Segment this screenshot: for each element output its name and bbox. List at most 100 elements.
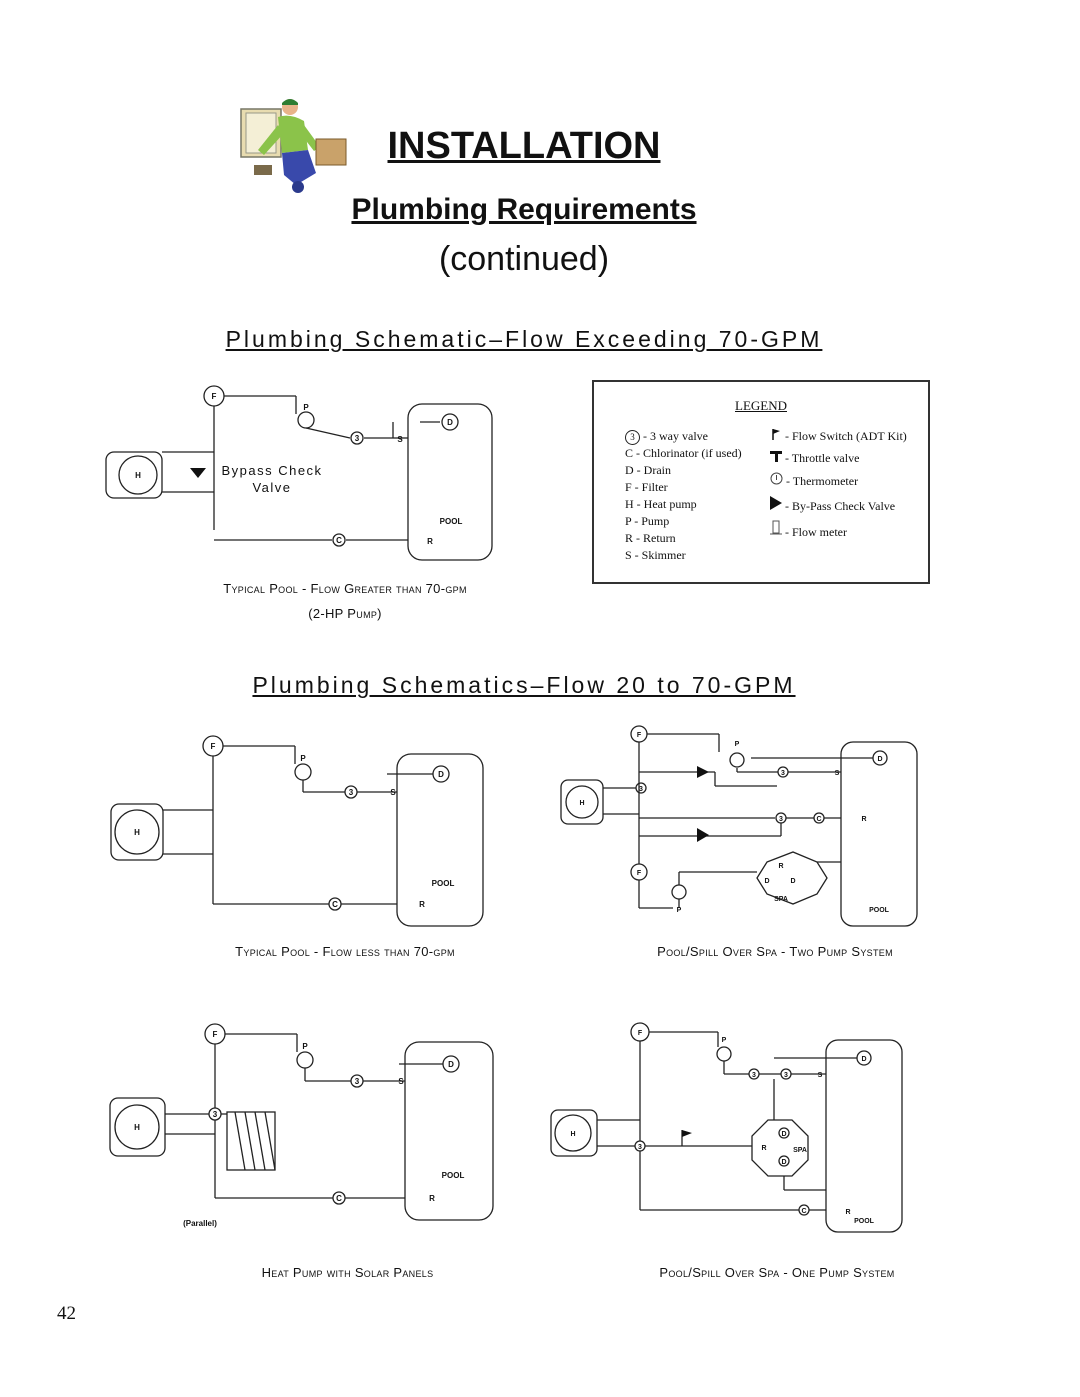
return-label: R <box>845 1209 850 1216</box>
page-number: 42 <box>57 1303 76 1324</box>
legend-left-list: 3 - 3 way valve C - Chlorinator (if used… <box>625 428 742 564</box>
filter-label: F <box>213 1030 218 1039</box>
legend-item: C - Chlorinator (if used) <box>625 446 742 460</box>
skimmer-label: S <box>397 435 403 444</box>
chlorinator-label: C <box>336 536 342 545</box>
flow-switch-icon <box>772 429 780 440</box>
legend-item: H - Heat pump <box>625 497 697 511</box>
return-label: R <box>429 1194 435 1203</box>
pump-label: P <box>302 1042 308 1051</box>
section-heading: Plumbing Requirements <box>351 193 697 226</box>
valve-label: 3 <box>355 434 360 443</box>
legend-item: F - Filter <box>625 480 668 494</box>
bypass-label-2: Valve <box>252 480 291 495</box>
drain-label: D <box>861 1056 866 1063</box>
three-way-valve-icon: 3 <box>625 430 640 445</box>
heat-pump-label: H <box>134 1123 140 1132</box>
legend-item: - By-Pass Check Valve <box>770 496 907 520</box>
heat-pump-label: H <box>570 1131 575 1138</box>
caption-exceeding: Typical Pool - Flow Greater than 70-gpm <box>223 581 467 596</box>
legend-item: - Throttle valve <box>770 450 907 472</box>
pump-label-spa: P <box>677 907 682 914</box>
schematic-typical-less-70gpm: F P H D 3 S C R POOL <box>110 735 484 927</box>
legend-right-list: - Flow Switch (ADT Kit) - Throttle valve… <box>770 428 907 542</box>
filter-label-spa: F <box>637 870 642 877</box>
pool-label: POOL <box>442 1171 465 1180</box>
valve-label: 3 <box>784 1072 788 1079</box>
skimmer-label: S <box>835 770 840 777</box>
legend-title: LEGEND <box>735 398 787 413</box>
return-label: R <box>427 537 433 546</box>
throttle-valve-icon <box>770 451 782 462</box>
schematic-solar-panels: F P H 3 3 S C R D POOL (Parallel) <box>109 1023 494 1228</box>
caption-one-pump: Pool/Spill Over Spa - One Pump System <box>659 1265 895 1280</box>
pump-label: P <box>722 1037 727 1044</box>
drain-label-spa: D <box>781 1159 786 1166</box>
return-label-spa: R <box>778 863 783 870</box>
legend-item: D - Drain <box>625 463 671 477</box>
valve-label: 3 <box>639 786 643 793</box>
pump-label: P <box>303 403 309 412</box>
valve-label: 3 <box>213 1110 218 1119</box>
installer-illustration <box>238 95 353 195</box>
skimmer-label: S <box>390 788 396 797</box>
filter-label: F <box>638 1030 643 1037</box>
drain-label: D <box>438 770 444 779</box>
caption-exceeding-pump: (2-HP Pump) <box>308 606 382 621</box>
return-label: R <box>861 816 866 823</box>
schematic-exceeding-70gpm: F P H D 3 S C R POOL Bypass Check Valve <box>105 385 493 561</box>
legend-item: 3 - 3 way valve <box>625 428 742 445</box>
legend-item: R - Return <box>625 531 676 545</box>
page-title: INSTALLATION <box>387 125 661 167</box>
filter-label: F <box>637 732 642 739</box>
valve-label: 3 <box>779 816 783 823</box>
caption-solar: Heat Pump with Solar Panels <box>261 1265 434 1280</box>
pump-label: P <box>300 754 306 763</box>
schematic-heading-range: Plumbing Schematics–Flow 20 to 70-GPM <box>252 672 796 698</box>
filter-label: F <box>212 392 217 401</box>
pump-label: P <box>735 741 740 748</box>
legend-item: S - Skimmer <box>625 548 686 562</box>
chlorinator-label: C <box>336 1194 342 1203</box>
legend-item: P - Pump <box>625 514 670 528</box>
chlorinator-label: C <box>816 816 821 823</box>
pool-label: POOL <box>432 879 455 888</box>
drain-label-spa: D <box>790 878 795 885</box>
spa-label: SPA <box>774 896 788 903</box>
schematic-one-pump-system: F P H 3 3 3 S C R D D D R SPA POOL <box>550 1022 903 1233</box>
pool-label: POOL <box>869 907 890 914</box>
legend-item: - Thermometer <box>770 472 907 496</box>
chlorinator-label: C <box>332 900 338 909</box>
pool-label: POOL <box>854 1218 875 1225</box>
legend-item: - Flow Switch (ADT Kit) <box>770 428 907 450</box>
continued-label: (continued) <box>438 240 610 278</box>
drain-label: D <box>877 756 882 763</box>
legend-item: - Flow meter <box>770 520 907 542</box>
bypass-check-valve-icon <box>770 496 782 510</box>
legend-box: LEGEND 3 - 3 way valve C - Chlorinator (… <box>592 380 930 584</box>
pool-label: POOL <box>440 517 463 526</box>
filter-label: F <box>211 742 216 751</box>
parallel-label: (Parallel) <box>183 1219 217 1228</box>
caption-two-pump: Pool/Spill Over Spa - Two Pump System <box>657 944 893 959</box>
skimmer-label: S <box>398 1077 404 1086</box>
schematic-heading-exceeding: Plumbing Schematic–Flow Exceeding 70-GPM <box>225 326 823 352</box>
bypass-label: Bypass Check <box>221 463 322 478</box>
drain-label-spa: D <box>764 878 769 885</box>
return-label-spa: R <box>761 1145 766 1152</box>
valve-label: 3 <box>638 1144 642 1151</box>
heat-pump-label: H <box>579 800 584 807</box>
chlorinator-label: C <box>801 1208 806 1215</box>
skimmer-label: S <box>818 1072 823 1079</box>
spa-label: SPA <box>793 1147 807 1154</box>
flow-meter-icon <box>770 520 782 535</box>
valve-label: 3 <box>752 1072 756 1079</box>
valve-label: 3 <box>349 788 354 797</box>
valve-label: 3 <box>781 770 785 777</box>
schematic-two-pump-system: F F P P H 3 3 3 S C R D R D D SPA POOL <box>560 725 918 927</box>
thermometer-icon <box>770 472 783 485</box>
valve-label: 3 <box>355 1077 360 1086</box>
drain-label: D <box>448 1060 454 1069</box>
heat-pump-label: H <box>135 471 141 480</box>
heat-pump-label: H <box>134 828 140 837</box>
